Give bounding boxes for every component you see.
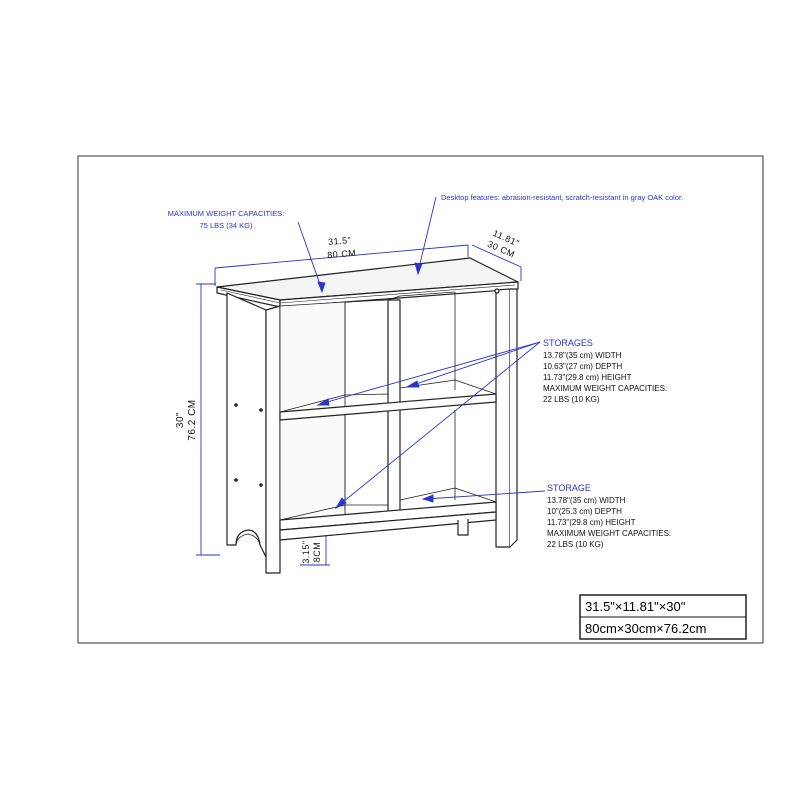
leg-inch-label: 3.15" — [301, 540, 311, 563]
left-front-post — [265, 305, 281, 574]
storage-spec-line: 11.73"(29.8 cm) HEIGHT — [547, 518, 636, 527]
size-metric: 80cm×30cm×76.2cm — [585, 621, 706, 636]
overall-size-box: 31.5"×11.81"×30" 80cm×30cm×76.2cm — [579, 594, 747, 640]
side-peg-hole — [259, 483, 263, 487]
depth-dimension-line — [471, 244, 522, 268]
middle-shelf — [279, 393, 497, 421]
storages-spec-line: 22 LBS (10 KG) — [543, 395, 600, 404]
side-peg-hole — [234, 478, 238, 482]
height-cm-label: 76.2 CM — [187, 399, 198, 440]
height-inch-label: 30" — [175, 412, 186, 428]
back-leg — [457, 519, 469, 536]
anchor-hole — [494, 288, 500, 294]
max-weight-pointer — [297, 221, 323, 291]
size-imperial: 31.5"×11.81"×30" — [585, 599, 686, 614]
storages-pointer — [337, 341, 541, 507]
storages-spec-line: MAXIMUM WEIGHT CAPACITIES: — [543, 384, 667, 393]
storages-spec-line: 13.78"(35 cm) WIDTH — [543, 351, 622, 360]
left-side-panel — [226, 292, 267, 558]
storage-spec-line: 10"(25.3 cm) DEPTH — [547, 507, 622, 516]
desktop-note-pointer — [417, 196, 437, 273]
storages-spec-line: 11.73"(29.8 cm) HEIGHT — [543, 373, 632, 382]
side-peg-hole — [259, 408, 263, 412]
dimension-lines — [196, 196, 546, 566]
storages-pointer — [319, 341, 541, 405]
bookcase-drawing — [216, 257, 519, 574]
max-weight-title: MAXIMUM WEIGHT CAPACITIES: — [168, 209, 284, 218]
width-cm-label: 80 CM — [327, 248, 357, 260]
storage-spec-line: 22 LBS (10 KG) — [547, 540, 604, 549]
storage-spec-line: 13.78"(35 cm) WIDTH — [547, 496, 626, 505]
max-weight-value: 75 LBS (34 KG) — [200, 221, 253, 230]
width-inch-label: 31.5" — [328, 235, 352, 247]
diagram-frame — [77, 155, 764, 644]
storages-pointer — [409, 341, 541, 387]
width-dimension-line — [214, 244, 469, 269]
bottom-rail — [279, 511, 497, 541]
storage-title: STORAGE — [547, 483, 591, 493]
desktop-right-edge — [279, 281, 519, 308]
leg-cm-label: 8CM — [312, 542, 322, 563]
storage-spec-line: MAXIMUM WEIGHT CAPACITIES: — [547, 529, 671, 538]
side-peg-hole — [234, 403, 238, 407]
storages-title: STORAGES — [543, 338, 593, 348]
desktop-note: Desktop features: abrasion-resistant, sc… — [441, 193, 683, 202]
storages-spec-line: 10.63"(27 cm) DEPTH — [543, 362, 623, 371]
storage-pointer — [425, 490, 546, 500]
right-front-post — [495, 288, 511, 548]
